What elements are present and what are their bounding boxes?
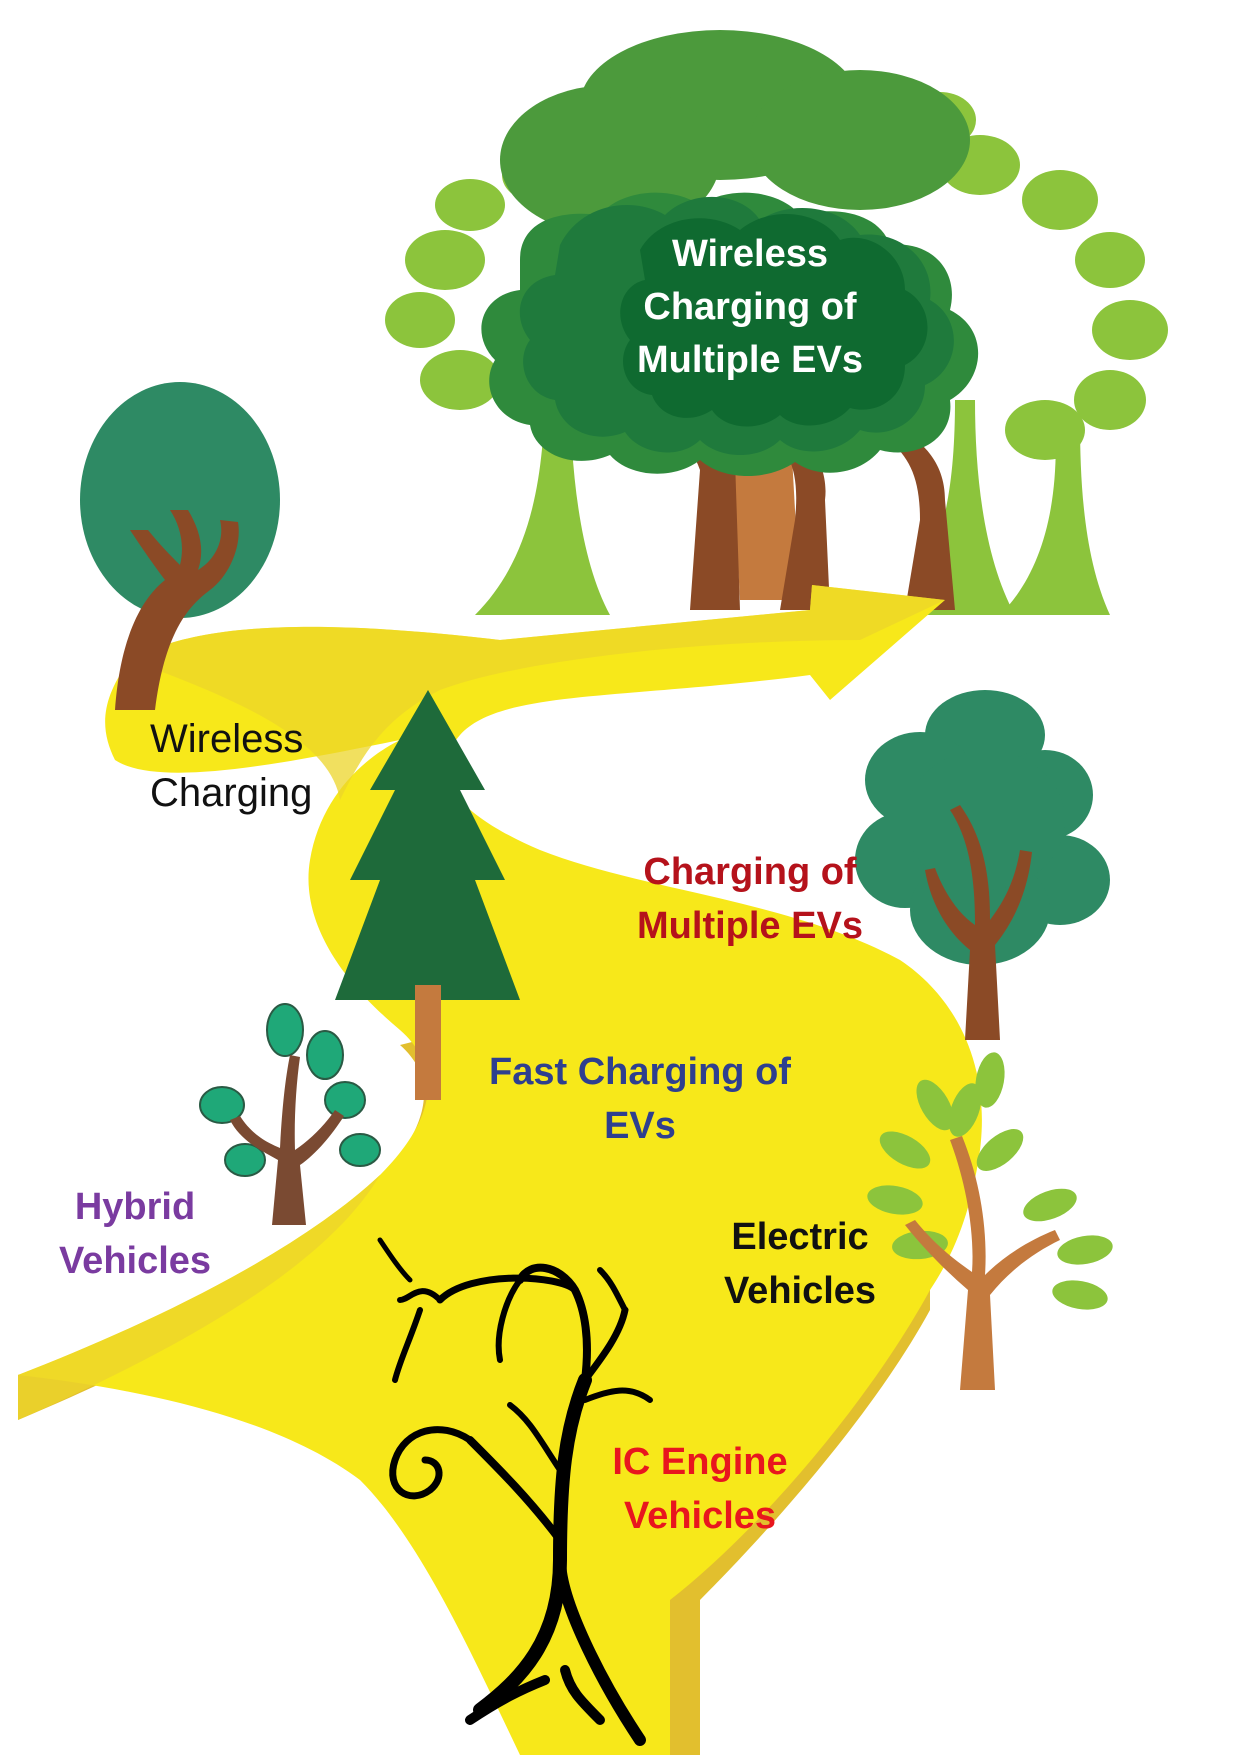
road-path (18, 585, 982, 1755)
label-wireless-multiple: Wireless Charging of Multiple EVs (600, 228, 900, 387)
label-line: Charging of (643, 286, 857, 328)
light-leaf-tree (867, 1052, 1113, 1390)
label-fast-charging: Fast Charging of EVs (450, 1045, 830, 1153)
forest-trunk-light-3 (1000, 420, 1110, 615)
label-line: EVs (604, 1105, 676, 1147)
pine-tree (335, 690, 520, 1100)
label-line: Electric (731, 1216, 869, 1258)
label-line: Multiple EVs (637, 905, 863, 947)
label-line: Charging (150, 771, 313, 815)
label-line: Wireless (672, 233, 828, 275)
forest-trunk-light-2 (890, 400, 1015, 615)
forest-trunk-right (875, 425, 955, 610)
label-hybrid: Hybrid Vehicles (35, 1180, 235, 1288)
label-line: Multiple EVs (637, 339, 863, 381)
label-line: IC Engine (612, 1441, 788, 1483)
dead-tree (377, 1237, 653, 1746)
small-leaf-tree (199, 1003, 381, 1225)
label-line: Hybrid (74, 1186, 196, 1228)
road-edge-right (670, 1280, 930, 1755)
label-line: Vehicles (58, 1240, 212, 1282)
label-wireless: Wireless Charging (150, 712, 380, 820)
forest-cluster (385, 30, 1168, 615)
road-shading-left (18, 1175, 380, 1420)
label-line: Vehicles (623, 1495, 777, 1537)
round-tree (80, 382, 280, 710)
label-line: Wireless (150, 717, 304, 761)
forest-canopy-front (481, 192, 979, 476)
label-line: Fast Charging of (489, 1051, 791, 1093)
label-ic-engine: IC Engine Vehicles (580, 1435, 820, 1543)
road-shading (130, 585, 945, 800)
road-surface (18, 585, 982, 1755)
oak-tree (855, 690, 1110, 1040)
label-line: Charging of (643, 851, 857, 893)
forest-trunk-light-1 (475, 380, 610, 615)
label-multiple-evs: Charging of Multiple EVs (600, 845, 900, 953)
label-electric: Electric Vehicles (690, 1210, 910, 1318)
label-line: Vehicles (723, 1270, 877, 1312)
forest-canopy-back (500, 30, 970, 235)
